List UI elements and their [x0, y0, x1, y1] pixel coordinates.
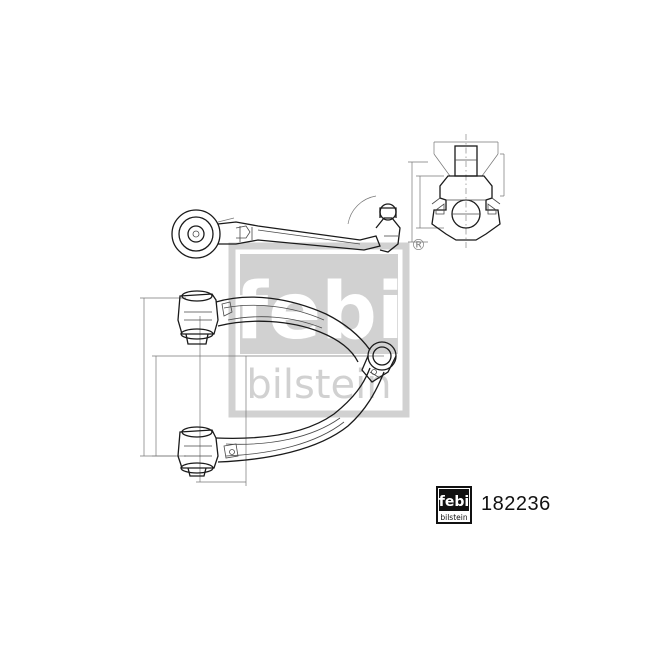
side-view — [171, 195, 401, 259]
brand-badge: febi bilstein — [436, 486, 472, 524]
badge-logo-top: febi — [439, 494, 469, 510]
registered-mark: ® — [411, 236, 426, 254]
badge-logo-bottom: bilstein — [440, 513, 467, 522]
ball-joint-section — [408, 134, 505, 250]
part-number: 182236 — [481, 493, 551, 515]
watermark-logo-top: febi — [234, 267, 403, 357]
watermark-logo: febi bilstein — [228, 242, 410, 418]
watermark-logo-bottom: bilstein — [246, 362, 391, 408]
plan-view — [140, 290, 397, 486]
